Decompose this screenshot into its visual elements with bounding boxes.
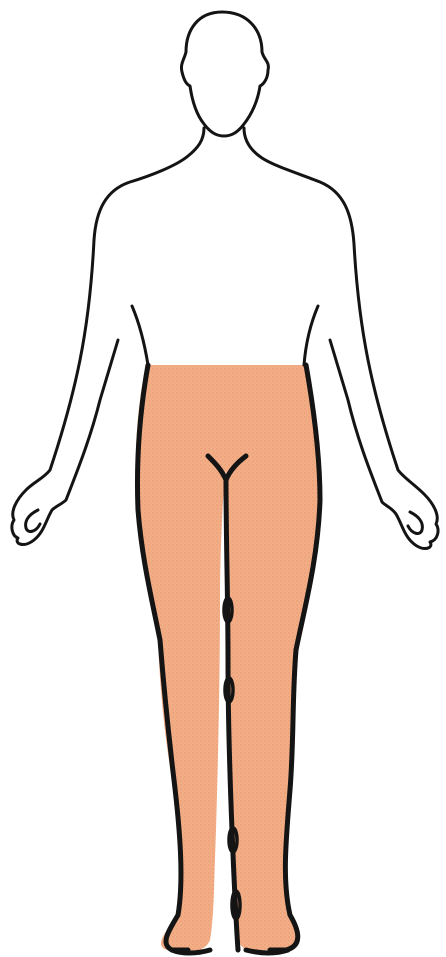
- left-inner-arm: [26, 510, 40, 531]
- right-waist-outline: [304, 306, 318, 365]
- right-inner-arm: [408, 512, 422, 533]
- head-outline: [181, 12, 268, 136]
- left-waist-outline: [132, 306, 148, 365]
- right-foot-outline: [246, 950, 288, 953]
